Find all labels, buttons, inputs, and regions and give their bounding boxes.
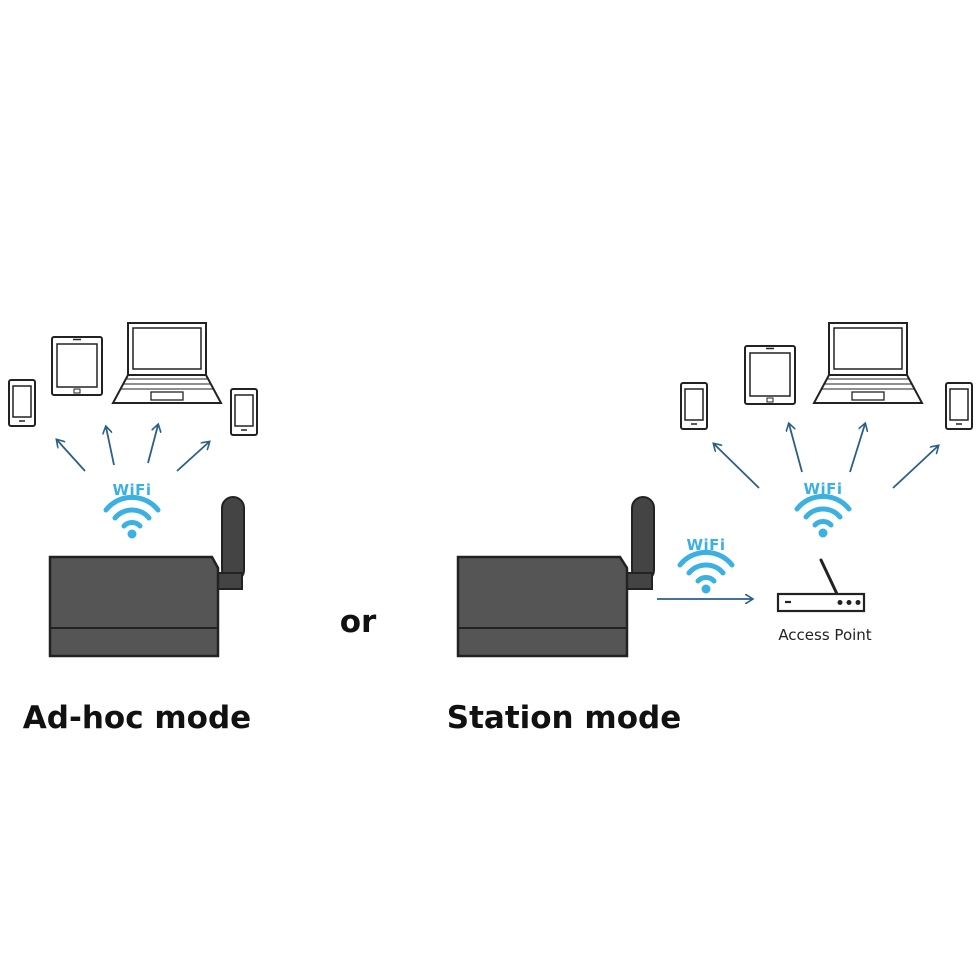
adhoc-mode-label: Ad-hoc mode [23, 700, 251, 736]
router-light [855, 600, 861, 605]
arrow-icon [147, 425, 158, 464]
smartphone-icon [680, 382, 708, 430]
gateway-body [48, 555, 220, 658]
station-devices [680, 322, 973, 430]
antenna-icon [221, 496, 245, 582]
wifi-signal-icon [797, 496, 849, 537]
station-arrows [714, 424, 938, 489]
router-light [846, 600, 852, 605]
tablet-icon [744, 345, 796, 405]
router-body [776, 592, 866, 613]
router-antenna [819, 558, 839, 596]
wifi-signal-icon [106, 497, 158, 538]
laptop-icon [112, 322, 222, 404]
antenna-mount [215, 572, 243, 590]
arrow-icon [106, 427, 115, 466]
arrow-icon [714, 444, 760, 489]
laptop-icon [813, 322, 923, 404]
arrow-icon [176, 442, 209, 472]
adhoc-devices [8, 322, 258, 436]
gateway-body [456, 555, 629, 658]
gateway-device [48, 496, 245, 658]
arrow-icon [57, 440, 86, 472]
tablet-icon [51, 336, 103, 396]
wifi-label: WiFi [112, 481, 151, 499]
wifi-label: WiFi [686, 536, 725, 554]
router-icon [776, 558, 866, 613]
station-mode-label: Station mode [447, 700, 681, 736]
arrow-icon [789, 424, 803, 473]
gateway-device [456, 496, 655, 658]
wifi-label: WiFi [803, 480, 842, 498]
router-light [837, 600, 843, 605]
antenna-icon [631, 496, 655, 582]
smartphone-icon [8, 379, 36, 427]
arrow-icon [892, 446, 938, 489]
adhoc-section: WiFi Ad-hoc mode [8, 322, 258, 736]
wifi-signal-icon [680, 552, 732, 593]
smartphone-icon [230, 388, 258, 436]
access-point-label: Access Point [778, 626, 871, 644]
antenna-mount [625, 572, 653, 590]
arrow-icon [849, 424, 865, 473]
adhoc-arrows [57, 425, 209, 472]
station-section: WiFi WiFi Access Point Station mode [447, 322, 973, 736]
or-label: or [340, 604, 377, 640]
smartphone-icon [945, 382, 973, 430]
